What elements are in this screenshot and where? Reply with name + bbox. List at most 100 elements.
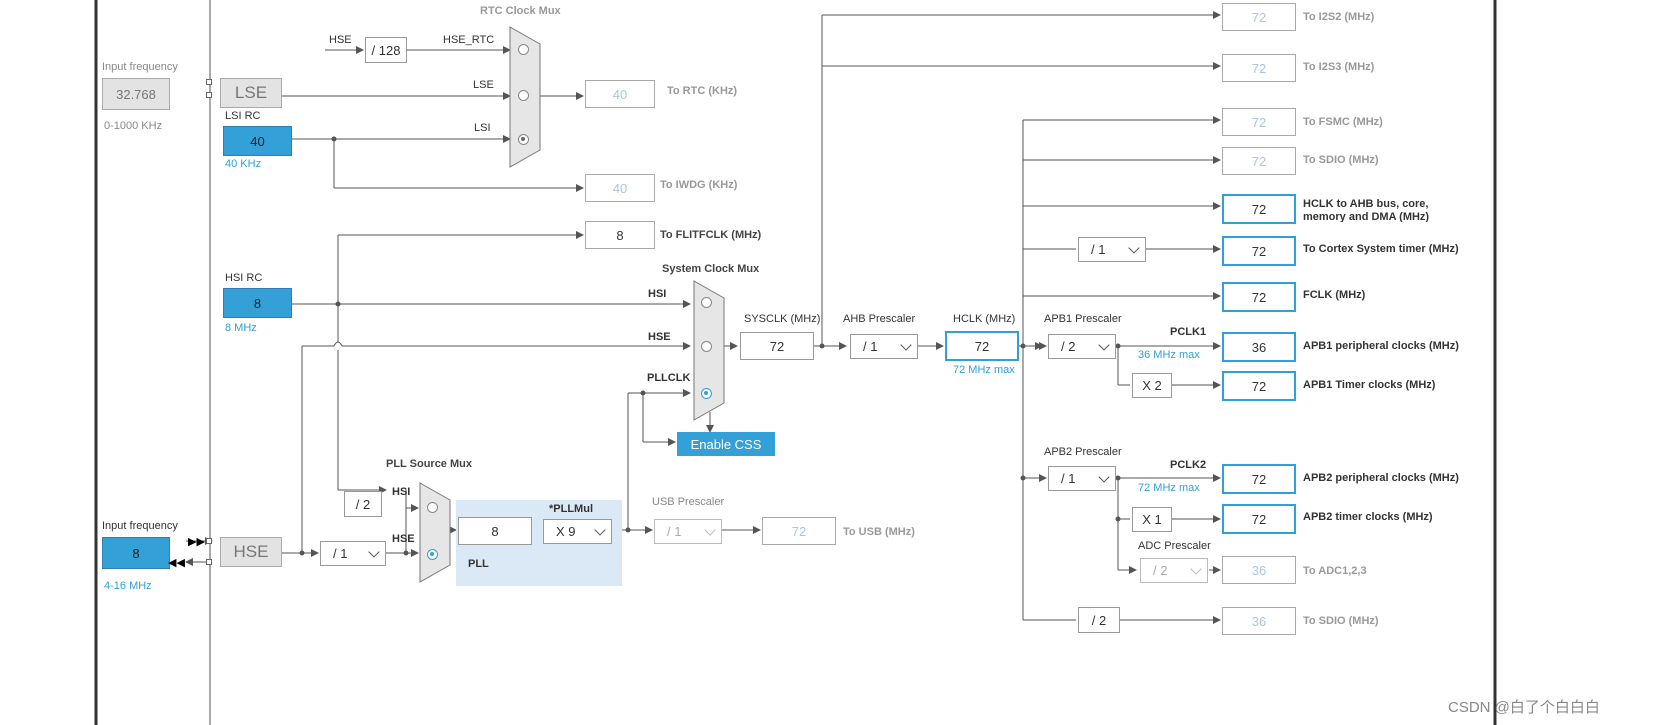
rtc-hse-divider[interactable]: / 128 [365,37,407,63]
pclk1-max: 36 MHz max [1138,349,1200,361]
rtc-hse-rtc-label: HSE_RTC [443,34,495,46]
hclk-label: HCLK (MHz) [953,313,1016,325]
apb1-periph-output-value: 36 [1222,332,1296,362]
apb1-prescaler-label: APB1 Prescaler [1044,313,1122,325]
hclk-value[interactable]: 72 [945,331,1019,361]
apb1-timer-output-label: APB1 Timer clocks (MHz) [1303,379,1436,391]
adc-prescaler-label: ADC Prescaler [1138,540,1211,552]
i2s2-output-value: 72 [1222,3,1296,31]
hse-block[interactable]: HSE [220,537,282,567]
chevron-down-icon [368,545,380,558]
sys-mux-pllclk-label: PLLCLK [647,372,691,384]
chevron-down-icon [1128,241,1140,254]
usb-output-label: To USB (MHz) [843,526,915,538]
apb2-periph-output-value: 72 [1222,464,1296,494]
rtc-hse-label: HSE [329,34,352,46]
adc-output-value: 36 [1222,556,1296,584]
pll-hsi-div2[interactable]: / 2 [344,491,382,517]
pll-src-hse-radio[interactable] [427,549,438,560]
cortex-output-value: 72 [1222,236,1296,266]
pll-source-mux-title: PLL Source Mux [386,458,472,470]
adc-prescaler-value: / 2 [1153,563,1168,578]
usb-prescaler-select[interactable]: / 1 [654,519,722,544]
hse-pin-arrows-left: ◀◀ [168,557,185,569]
lse-input-field[interactable]: 32.768 [102,78,170,110]
hclk-ahb-output-value: 72 [1222,194,1296,224]
system-clock-mux-title: System Clock Mux [662,263,760,275]
sysclk-label: SYSCLK (MHz) [744,313,821,325]
cortex-output-label: To Cortex System timer (MHz) [1303,243,1459,255]
hsi-rc-label: HSI RC [225,272,263,284]
i2s2-output-label: To I2S2 (MHz) [1303,11,1375,23]
sys-mux-hse-radio[interactable] [701,341,712,352]
i2s3-output-value: 72 [1222,54,1296,82]
rtc-mux-lsi-radio[interactable] [518,134,529,145]
pclk2-label: PCLK2 [1170,459,1207,471]
iwdg-output-label: To IWDG (KHz) [660,179,738,191]
adc-output-label: To ADC1,2,3 [1303,565,1367,577]
apb2-timer-output-label: APB2 timer clocks (MHz) [1303,511,1433,523]
pll-mul-value: X 9 [556,524,576,539]
rtc-output-value: 40 [585,80,655,108]
apb1-prescaler-value: / 2 [1061,339,1076,354]
fclk-output-label: FCLK (MHz) [1303,289,1366,301]
sysclk-value: 72 [740,332,814,360]
chevron-down-icon [594,523,606,536]
cortex-divider-value: / 1 [1091,242,1106,257]
apb1-timer-output-value: 72 [1222,371,1296,401]
lsi-rc-value[interactable]: 40 [223,126,292,156]
hse-predivider-value: / 1 [333,546,348,561]
sys-mux-pllclk-radio[interactable] [701,388,712,399]
i2s3-output-label: To I2S3 (MHz) [1303,61,1375,73]
sys-mux-hsi-radio[interactable] [701,297,712,308]
hse-range: 4-16 MHz [104,580,152,592]
apb2-timer-output-value: 72 [1222,504,1296,534]
lsi-freq: 40 KHz [225,158,262,170]
hse-pin-top [206,538,212,544]
hse-pin-bottom [206,559,212,565]
hse-input-field[interactable]: 8 [102,537,170,569]
sys-mux-hsi-label: HSI [648,288,667,300]
hsi-freq: 8 MHz [225,322,257,334]
ahb-prescaler-select[interactable]: / 1 [850,334,918,359]
usb-prescaler-value: / 1 [667,524,682,539]
rtc-lse-label: LSE [473,79,494,91]
apb1-timer-multiplier: X 2 [1132,373,1172,398]
lsi-rc-label: LSI RC [225,110,261,122]
chevron-down-icon [900,338,912,351]
adc-prescaler-select[interactable]: / 2 [1140,558,1208,583]
flitfclk-output-label: To FLITFCLK (MHz) [660,229,762,241]
usb-prescaler-label: USB Prescaler [652,496,725,508]
lse-input-label: Input frequency [102,61,178,73]
hsi-rc-value[interactable]: 8 [223,288,292,318]
pll-src-hsi-radio[interactable] [427,502,438,513]
chevron-down-icon [704,523,716,536]
hclk-ahb-output-label: HCLK to AHB bus, core, memory and DMA (M… [1303,198,1430,222]
chevron-down-icon [1098,338,1110,351]
apb2-timer-multiplier: X 1 [1132,507,1172,532]
chevron-down-icon [1098,470,1110,483]
sdio-output-value: 72 [1222,147,1296,175]
rtc-mux-hse-radio[interactable] [518,44,529,55]
pll-src-hse-label: HSE [392,533,415,545]
pclk2-max: 72 MHz max [1138,482,1200,494]
apb2-prescaler-select[interactable]: / 1 [1048,466,1116,491]
apb1-prescaler-select[interactable]: / 2 [1048,334,1116,359]
sys-mux-hse-label: HSE [648,331,671,343]
ahb-prescaler-value: / 1 [863,339,878,354]
usb-output-value: 72 [762,517,836,545]
rtc-mux-lse-radio[interactable] [518,90,529,101]
sdio2-output-label: To SDIO (MHz) [1303,615,1379,627]
hse-predivider-select[interactable]: / 1 [320,541,386,566]
pll-label: PLL [468,558,489,570]
sdio2-output-value: 36 [1222,607,1296,635]
enable-css-button[interactable]: Enable CSS [677,432,775,456]
cortex-divider-select[interactable]: / 1 [1078,237,1146,262]
pll-mul-select[interactable]: X 9 [543,519,612,544]
rtc-lsi-label: LSI [474,122,491,134]
ahb-prescaler-label: AHB Prescaler [843,313,916,325]
lse-block[interactable]: LSE [220,78,282,108]
apb2-prescaler-value: / 1 [1061,471,1076,486]
pclk1-label: PCLK1 [1170,326,1207,338]
